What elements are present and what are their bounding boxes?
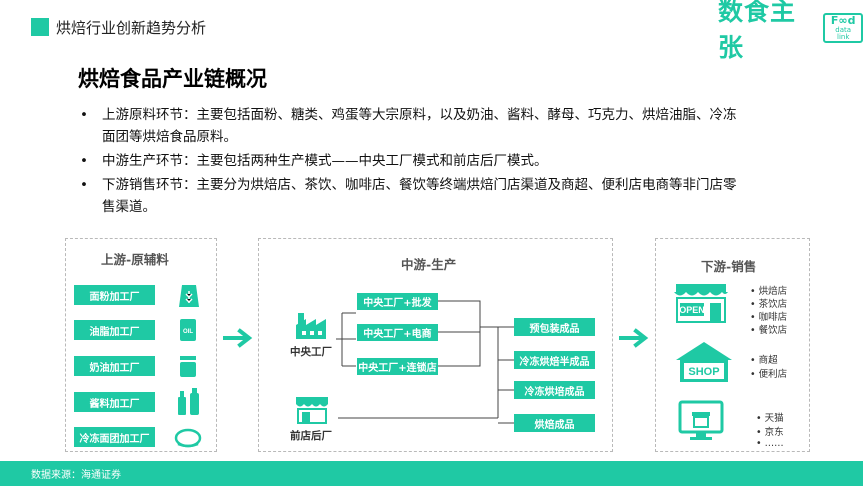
upstream-item-frozen-dough: 冷冻面团加工厂 — [74, 427, 155, 447]
downstream-item-supermarket: • 商超 — [750, 355, 778, 366]
downstream-item-more: • …… — [756, 438, 784, 449]
header-title: 烘焙行业创新趋势分析 — [56, 19, 207, 37]
factory-icon — [296, 313, 326, 339]
brand-subtitle: data link — [835, 26, 852, 41]
central-factory-label: 中央工厂 — [290, 346, 332, 358]
bullet-text: 上游原料环节：主要包括面粉、糖类、鸡蛋等大宗原料，以及奶油、酱料、酵母、巧克力、… — [102, 107, 737, 123]
product-finished: 烘焙成品 — [514, 414, 595, 432]
downstream-item-convenience: • 便利店 — [750, 369, 788, 380]
upstream-item-cream: 奶油加工厂 — [74, 356, 155, 376]
storefront-icon — [296, 397, 328, 424]
bullet-list: • 上游原料环节：主要包括面粉、糖类、鸡蛋等大宗原料，以及奶油、酱料、酵母、巧克… — [80, 104, 810, 220]
downstream-item-tea: • 茶饮店 — [750, 299, 788, 310]
cream-jar-icon — [180, 356, 196, 377]
sauce-bottles-icon — [178, 388, 199, 415]
bullet-text: 中游生产环节：主要包括两种生产模式——中央工厂模式和前店后厂模式。 — [102, 153, 548, 169]
downstream-item-restaurant: • 餐饮店 — [750, 325, 788, 336]
frozen-dough-icon — [174, 428, 202, 448]
bullet-text-cont: 面团等烘焙食品原料。 — [102, 129, 237, 145]
shop-building-icon: SHOP — [676, 342, 732, 382]
midstream-title: 中游-生产 — [401, 257, 457, 272]
upstream-item-flour: 面粉加工厂 — [74, 285, 155, 305]
bullet-midstream: • 中游生产环节：主要包括两种生产模式——中央工厂模式和前店后厂模式。 — [80, 150, 810, 172]
brand-name: 数食主张 — [718, 0, 797, 62]
flour-sack-icon — [179, 285, 199, 307]
bullet-dot: • — [80, 107, 88, 123]
bullet-downstream: • 下游销售环节：主要分为烘焙店、茶饮、咖啡店、餐饮等终端烘焙门店渠道及商超、便… — [80, 174, 810, 218]
flow-arrows — [223, 328, 649, 348]
open-store-icon: OPEN — [674, 284, 728, 323]
online-store-monitor-icon — [678, 400, 724, 440]
mode-wholesale: 中央工厂+批发 — [357, 293, 438, 310]
footer-bar: 数据来源：海通证券 — [0, 461, 863, 486]
upstream-panel — [65, 238, 217, 452]
downstream-item-jd: • 京东 — [756, 427, 784, 438]
mode-chain-store: 中央工厂+连锁店 — [357, 358, 438, 375]
downstream-panel — [655, 238, 810, 452]
upstream-title: 上游-原辅料 — [101, 252, 169, 267]
downstream-title: 下游-销售 — [701, 259, 757, 274]
downstream-item-tmall: • 天猫 — [756, 413, 784, 424]
upstream-item-oil: 油脂加工厂 — [74, 320, 155, 340]
shop-sign: SHOP — [688, 366, 719, 378]
oil-drum-icon: OIL — [180, 319, 196, 341]
brand-logo: 数食主张 F∞d data link — [718, 0, 863, 62]
brand-english: F∞d — [830, 14, 856, 27]
downstream-item-bakery: • 烘焙店 — [750, 286, 788, 297]
product-prepackaged: 预包装成品 — [514, 318, 595, 336]
bullet-upstream: • 上游原料环节：主要包括面粉、糖类、鸡蛋等大宗原料，以及奶油、酱料、酵母、巧克… — [80, 104, 810, 148]
downstream-item-coffee: • 咖啡店 — [750, 312, 788, 323]
front-store-label: 前店后厂 — [290, 430, 332, 442]
data-source: 数据来源：海通证券 — [31, 470, 121, 481]
open-sign: OPEN — [679, 305, 705, 315]
bullet-dot: • — [80, 177, 88, 193]
mode-ecommerce: 中央工厂+电商 — [357, 324, 438, 341]
brand-badge: F∞d data link — [823, 13, 863, 43]
upstream-item-sauce: 酱料加工厂 — [74, 392, 155, 412]
bullet-text-cont: 售渠道。 — [102, 199, 156, 215]
bullet-text: 下游销售环节：主要分为烘焙店、茶饮、咖啡店、餐饮等终端烘焙门店渠道及商超、便利店… — [102, 177, 737, 193]
bullet-dot: • — [80, 153, 88, 169]
oil-drum-label: OIL — [183, 329, 193, 335]
midstream-panel — [258, 238, 613, 452]
header-accent-square — [31, 18, 49, 36]
page-title: 烘焙食品产业链概况 — [78, 67, 267, 91]
product-frozen-semi: 冷冻烘焙半成品 — [514, 351, 595, 369]
product-frozen-finished: 冷冻烘培成品 — [514, 381, 595, 399]
